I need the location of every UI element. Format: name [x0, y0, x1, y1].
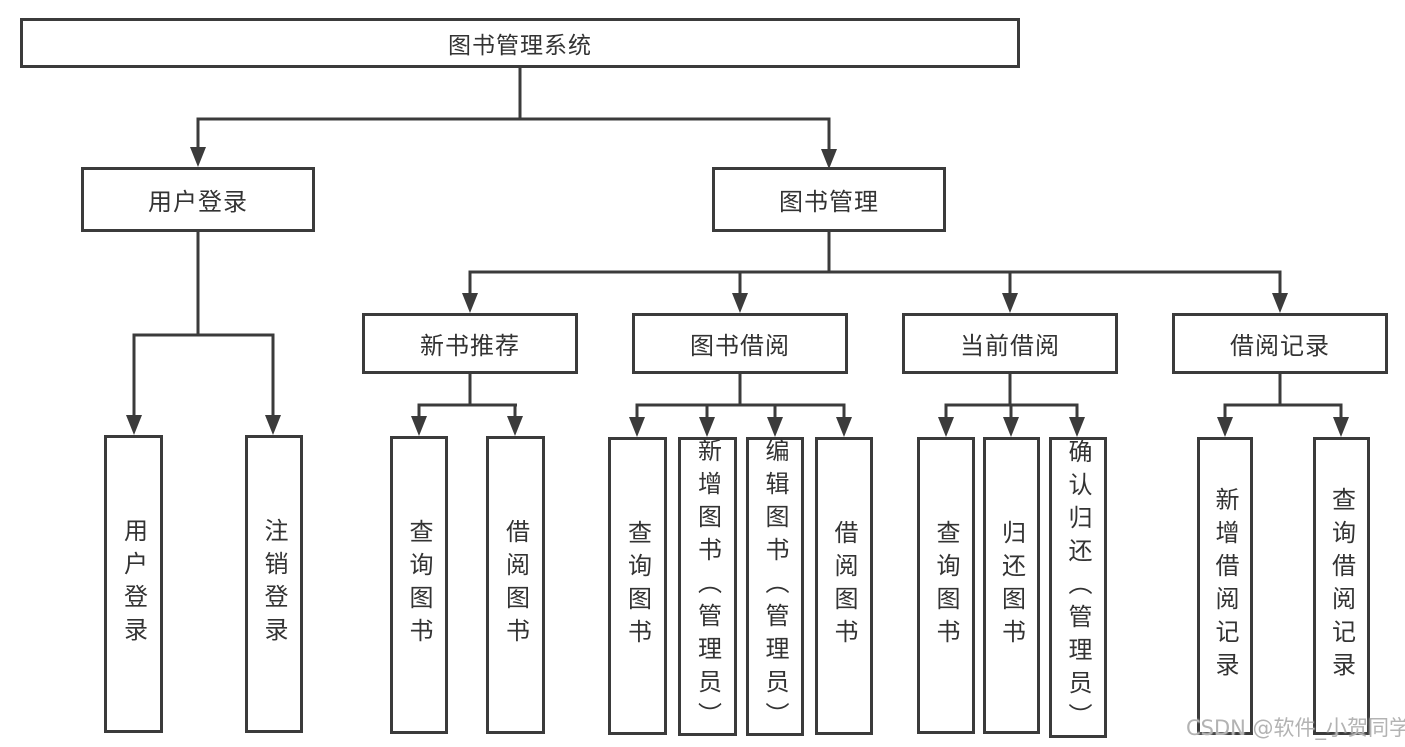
node-label: 新增借阅记录 [1211, 487, 1239, 685]
leaf-return-book: 归还图书 [983, 437, 1040, 734]
node-borrowing-records: 借阅记录 [1172, 313, 1388, 374]
node-label: 查询图书 [623, 520, 652, 652]
node-label: 归还图书 [997, 519, 1026, 652]
node-label: 查询图书 [405, 519, 433, 651]
node-label: 图书借阅 [690, 332, 790, 360]
node-label: 新书推荐 [420, 332, 520, 360]
node-label: 查询图书 [932, 519, 960, 652]
node-label: 编辑图书（管理员） [761, 438, 789, 735]
node-new-book-recommend: 新书推荐 [362, 313, 578, 374]
leaf-borrow-books-borrowing: 借阅图书 [815, 437, 873, 735]
node-user-login-group: 用户登录 [81, 167, 315, 232]
leaf-add-borrow-record: 新增借阅记录 [1197, 437, 1253, 735]
leaf-edit-book-admin: 编辑图书（管理员） [746, 437, 804, 736]
node-label: 查询借阅记录 [1327, 487, 1356, 685]
leaf-query-borrow-record: 查询借阅记录 [1313, 437, 1370, 735]
node-label: 用户登录 [119, 518, 148, 650]
node-label: 新增图书（管理员） [693, 438, 722, 735]
leaf-confirm-return-admin: 确认归还（管理员） [1049, 437, 1107, 738]
node-current-borrowing: 当前借阅 [902, 313, 1118, 374]
node-book-borrowing: 图书借阅 [632, 313, 848, 374]
node-label: 确认归还（管理员） [1064, 439, 1092, 736]
node-library-management-system: 图书管理系统 [20, 18, 1020, 68]
leaf-user-login: 用户登录 [104, 435, 163, 733]
leaf-borrow-books-recommend: 借阅图书 [486, 436, 545, 734]
node-label: 当前借阅 [960, 332, 1060, 360]
leaf-logout: 注销登录 [245, 435, 303, 733]
node-label: 图书管理 [779, 188, 879, 216]
node-book-management: 图书管理 [712, 167, 946, 232]
csdn-watermark: CSDN @软件_小贺同学 [1186, 716, 1405, 740]
node-label: 借阅记录 [1230, 332, 1330, 360]
node-label: 注销登录 [260, 518, 288, 650]
leaf-add-book-admin: 新增图书（管理员） [678, 437, 737, 736]
leaf-query-books-recommend: 查询图书 [390, 436, 448, 734]
node-label: 借阅图书 [501, 519, 530, 651]
node-label: 用户登录 [148, 188, 248, 216]
leaf-query-books-current: 查询图书 [917, 437, 975, 734]
leaf-query-books-borrowing: 查询图书 [608, 437, 667, 735]
node-label: 借阅图书 [830, 520, 858, 652]
node-label: 图书管理系统 [448, 33, 592, 59]
